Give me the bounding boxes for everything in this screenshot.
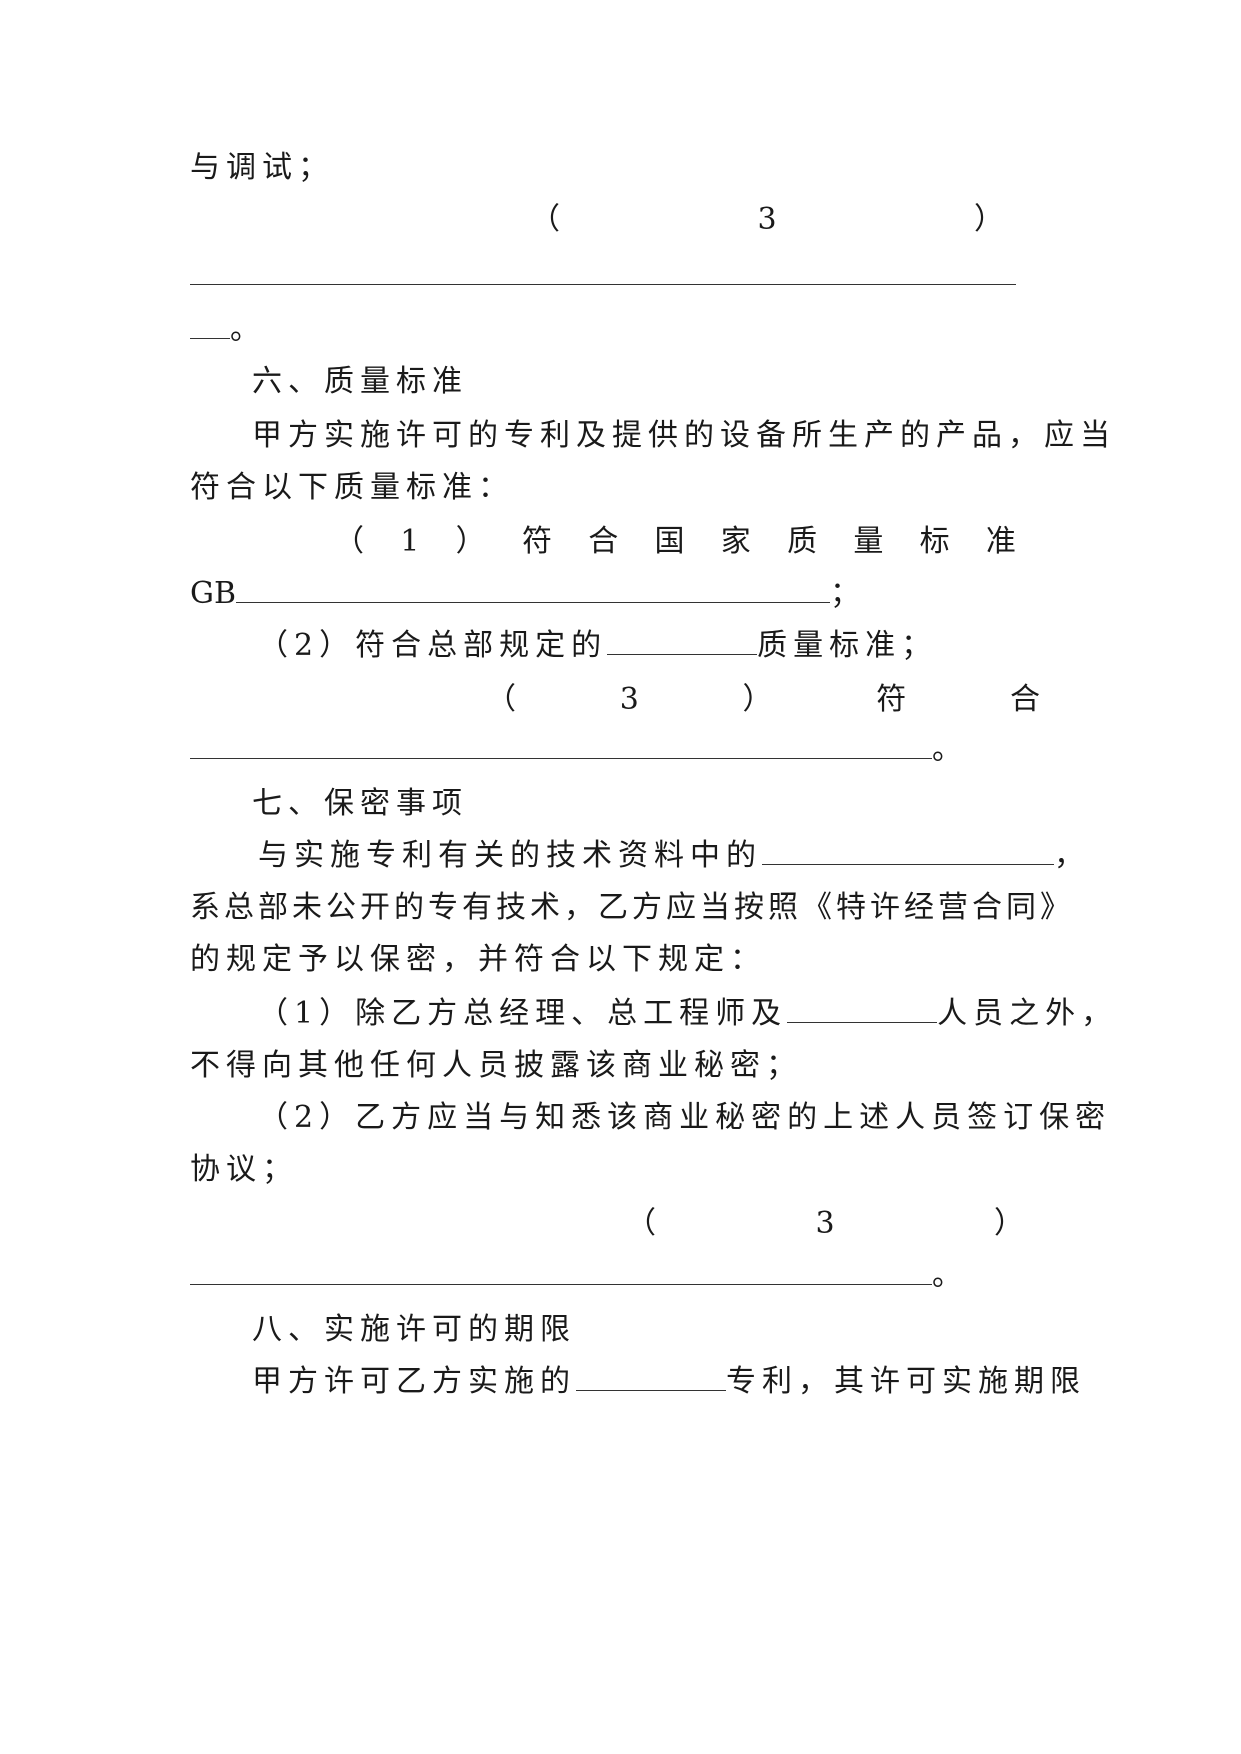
paragraph-text: 专利，其许可实施期限 xyxy=(726,1364,1086,1399)
char: 合 xyxy=(1009,682,1046,717)
item-1-line: （1）除乙方总经理、总工程师及 人员之外， xyxy=(258,994,1118,1034)
char: 准 xyxy=(985,524,1022,559)
blank-line: 。 xyxy=(190,1256,1050,1296)
line-end: ， xyxy=(1054,838,1090,873)
blank-rule xyxy=(762,838,1054,865)
line-end: 。 xyxy=(932,732,962,767)
blank-rule xyxy=(190,1258,932,1285)
paragraph-line: 甲方实施许可的专利及提供的设备所生产的产品，应当 xyxy=(252,416,1112,456)
char: 合 xyxy=(588,524,625,559)
heading-text: 六、质量标准 xyxy=(252,364,468,399)
char: 质 xyxy=(787,524,824,559)
item-text: 质量标准； xyxy=(757,628,938,663)
item-2-line: （2）符合总部规定的 质量标准； xyxy=(258,626,1118,666)
item-3-spread: （ 3 ） xyxy=(626,1204,1030,1244)
char: 国 xyxy=(654,524,691,559)
heading-text: 七、保密事项 xyxy=(252,786,468,821)
char: 量 xyxy=(853,524,890,559)
paragraph-line: 不得向其他任何人员披露该商业秘密； xyxy=(190,1046,1050,1086)
item-number: 3 xyxy=(815,1206,841,1241)
item-2-line: （2）乙方应当与知悉该商业秘密的上述人员签订保密 xyxy=(258,1098,1118,1138)
text-line: 与调试； xyxy=(190,148,1050,188)
heading-text: 八、实施许可的期限 xyxy=(252,1312,576,1347)
blank-rule xyxy=(787,996,938,1023)
close-paren: ） xyxy=(994,1206,1030,1241)
char: 符 xyxy=(876,682,913,717)
paragraph-text: 甲方实施许可的专利及提供的设备所生产的产品，应当 xyxy=(252,418,1116,453)
paragraph-text: 系总部未公开的专有技术，乙方应当按照《特许经营合同》 xyxy=(190,890,1074,925)
blank-rule xyxy=(236,576,831,603)
paragraph-text: 不得向其他任何人员披露该商业秘密； xyxy=(190,1048,802,1083)
line-text: 与调试； xyxy=(190,150,334,185)
item-text: （2）符合总部规定的 xyxy=(258,628,608,663)
item-text: （2）乙方应当与知悉该商业秘密的上述人员签订保密 xyxy=(258,1100,1112,1135)
paragraph-text: 符合以下质量标准： xyxy=(190,470,514,505)
blank-rule xyxy=(607,628,758,655)
blank-rule xyxy=(190,732,932,759)
line-end: 。 xyxy=(230,312,266,347)
item-text: （1）除乙方总经理、总工程师及 xyxy=(258,996,788,1031)
paragraph-line: 甲方许可乙方实施的 专利，其许可实施期限 xyxy=(252,1362,1112,1402)
gb-prefix: GB xyxy=(190,576,237,611)
paragraph-line: 与实施专利有关的技术资料中的 ， xyxy=(258,836,1118,876)
char: 符 xyxy=(521,524,558,559)
open-paren: （ xyxy=(626,1206,662,1241)
close-paren: ） xyxy=(974,202,1010,237)
item-number-spread: （ 3 ） xyxy=(530,200,1010,240)
char: 家 xyxy=(720,524,757,559)
item-3-spread: （ 3 ） 符 合 xyxy=(486,680,1046,720)
paragraph-text: 甲方许可乙方实施的 xyxy=(252,1364,576,1399)
section-heading: 七、保密事项 xyxy=(252,784,1112,824)
section-heading: 六、质量标准 xyxy=(252,362,1112,402)
blank-rule xyxy=(576,1364,726,1391)
line-end: 。 xyxy=(932,1258,962,1293)
gb-line: GB ； xyxy=(190,574,1050,614)
line-end: ； xyxy=(830,576,861,611)
char: 3 xyxy=(619,682,645,717)
item-number: 3 xyxy=(757,202,783,237)
open-paren: （ xyxy=(530,202,566,237)
item-1-spread: （ 1 ） 符 合 国 家 质 量 标 准 xyxy=(334,522,1022,562)
item-text: 人员之外， xyxy=(937,996,1118,1031)
char: 1 xyxy=(400,524,426,559)
char: ） xyxy=(742,682,779,717)
paragraph-text: 协议； xyxy=(190,1152,298,1187)
char: 标 xyxy=(919,524,956,559)
paragraph-line: 符合以下质量标准： xyxy=(190,468,1050,508)
blank-line: 。 xyxy=(190,730,1050,770)
paragraph-line: 的规定予以保密，并符合以下规定： xyxy=(190,940,1050,980)
paragraph-line: 系总部未公开的专有技术，乙方应当按照《特许经营合同》 xyxy=(190,888,1070,928)
blank-rule xyxy=(190,312,230,339)
paragraph-text: 与实施专利有关的技术资料中的 xyxy=(258,838,762,873)
text-line: 。 xyxy=(190,310,1050,350)
blank-rule xyxy=(190,284,1016,285)
paragraph-line: 协议； xyxy=(190,1150,1050,1190)
char: ） xyxy=(455,524,492,559)
char: （ xyxy=(486,682,522,717)
paragraph-text: 的规定予以保密，并符合以下规定： xyxy=(190,942,766,977)
char: （ xyxy=(334,524,370,559)
section-heading: 八、实施许可的期限 xyxy=(252,1310,1112,1350)
